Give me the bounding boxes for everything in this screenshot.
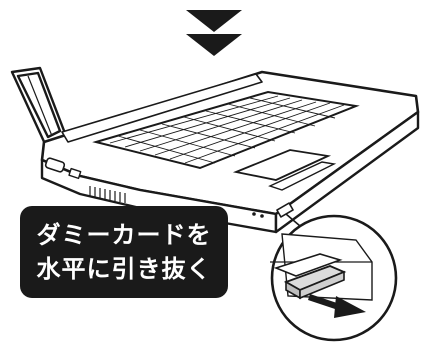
instruction-callout: ダミーカードを 水平に引き抜く <box>20 206 228 298</box>
laptop-screen <box>10 66 68 148</box>
instruction-line-1: ダミーカードを <box>36 221 212 249</box>
pull-direction-arrow-icon <box>308 294 366 318</box>
keyboard <box>92 90 360 191</box>
double-chevron-down-icon <box>186 10 242 56</box>
instruction-line-2: 水平に引き抜く <box>36 255 212 283</box>
dummy-card-slot-detail <box>270 213 398 342</box>
